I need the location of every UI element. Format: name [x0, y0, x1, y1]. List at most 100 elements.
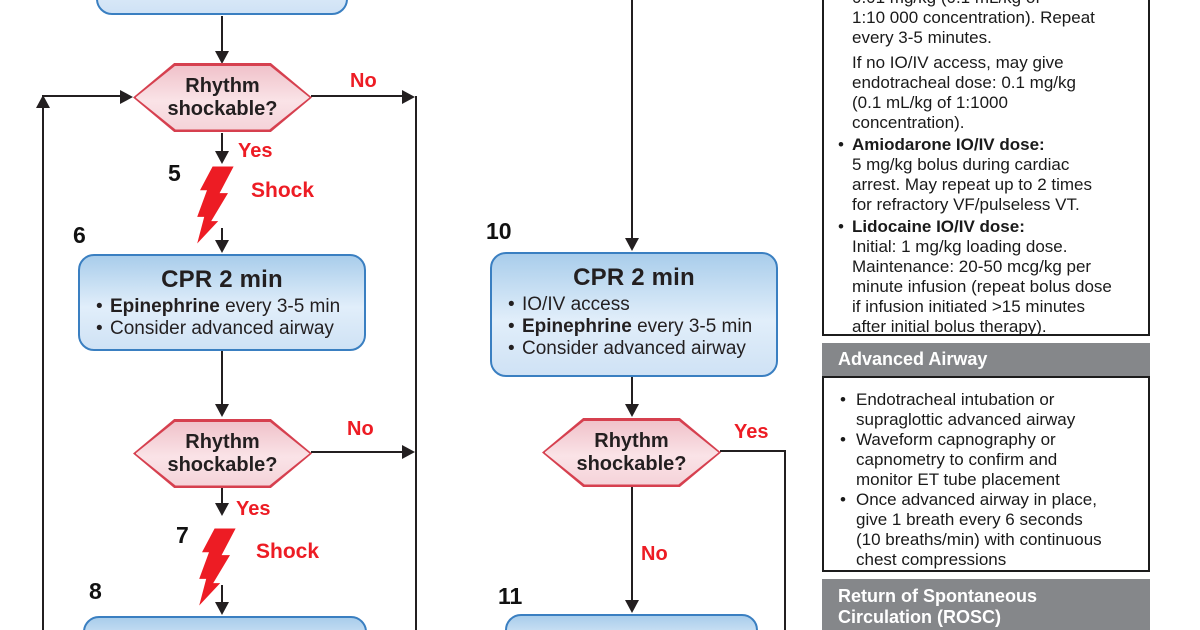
- branch-label-yes: Yes: [734, 421, 769, 443]
- shock-bolt-icon: [199, 528, 236, 606]
- arrowhead-down-icon: [215, 151, 229, 164]
- process-box-title: CPR 2 min: [573, 264, 695, 291]
- process-bullet: • Epinephrine every 3-5 min: [96, 296, 364, 318]
- amiodarone-dose-line: 5 mg/kg bolus during cardiac: [852, 155, 1070, 174]
- airway-item-line: Waveform capnography or: [856, 430, 1056, 449]
- rail-line-no: [415, 96, 417, 630]
- process-box-cpr-6: CPR 2 min • Epinephrine every 3-5 min • …: [78, 254, 366, 351]
- lidocaine-dose-line: minute infusion (repeat bolus dose: [852, 277, 1112, 296]
- step-number: 7: [176, 522, 189, 548]
- bullet-icon: •: [840, 430, 846, 449]
- epinephrine-dose-line: 1:10 000 concentration). Repeat: [852, 8, 1095, 27]
- branch-label-yes: Yes: [238, 140, 273, 162]
- bullet-icon: •: [840, 490, 846, 509]
- decision-text: Rhythm: [185, 74, 260, 97]
- sidebar-advanced-airway-box: • Endotracheal intubation or supraglotti…: [822, 376, 1150, 572]
- bullet-icon: •: [838, 217, 844, 236]
- endotracheal-dose-line: (0.1 mL/kg of 1:1000: [852, 93, 1008, 112]
- process-bullet: • Consider advanced airway: [508, 338, 776, 360]
- decision-text: shockable?: [167, 453, 278, 476]
- bullet-icon: •: [96, 296, 103, 317]
- section-header-rosc: Return of Spontaneous Circulation (ROSC): [822, 579, 1150, 630]
- rail-line-yes: [784, 450, 786, 630]
- endotracheal-dose-line: concentration).: [852, 113, 965, 132]
- branch-label-no: No: [350, 70, 377, 92]
- lidocaine-dose-label: Lidocaine IO/IV dose:: [852, 217, 1025, 236]
- connector-line: [221, 350, 223, 406]
- sidebar-drug-dose-box: 0.01 mg/kg (0.1 mL/kg of 1:10 000 concen…: [822, 0, 1150, 336]
- bullet-text: Consider advanced airway: [522, 338, 746, 359]
- arrowhead-right-icon: [402, 445, 415, 459]
- bullet-icon: •: [508, 338, 515, 359]
- connector-line: [221, 16, 223, 56]
- connector-line: [311, 451, 404, 453]
- step-number: 6: [73, 222, 86, 248]
- connector-line: [221, 486, 223, 504]
- bullet-icon: •: [838, 135, 844, 154]
- arrowhead-down-icon: [215, 503, 229, 516]
- arrowhead-down-icon: [625, 404, 639, 417]
- amiodarone-dose-item: • Amiodarone IO/IV dose:: [824, 135, 1148, 155]
- branch-label-no: No: [641, 543, 668, 565]
- lidocaine-dose-line: Initial: 1 mg/kg loading dose.: [852, 237, 1068, 256]
- process-bullet: • Consider advanced airway: [96, 318, 364, 340]
- bullet-text: Consider advanced airway: [110, 318, 334, 339]
- branch-label-yes: Yes: [236, 498, 271, 520]
- step-number: 8: [89, 578, 102, 604]
- process-box-cpr-11: [505, 614, 758, 630]
- bullet-text: Epinephrine every 3-5 min: [522, 316, 753, 337]
- arrowhead-down-icon: [215, 51, 229, 64]
- arrowhead-up-icon: [36, 95, 50, 108]
- airway-item-line: monitor ET tube placement: [856, 470, 1060, 489]
- step-number: 10: [486, 218, 512, 244]
- connector-line: [311, 95, 404, 97]
- amiodarone-dose-label: Amiodarone IO/IV dose:: [852, 135, 1045, 154]
- decision-rhythm-shockable-2: Rhythm shockable?: [133, 419, 312, 488]
- epinephrine-dose-line: every 3-5 minutes.: [852, 28, 992, 47]
- loop-line-left: [42, 106, 44, 630]
- shock-bolt-icon: [197, 166, 234, 244]
- connector-line: [221, 228, 223, 242]
- process-box-cpr-8: [83, 616, 367, 630]
- rosc-header-line: Circulation (ROSC): [838, 607, 1002, 627]
- airway-item-line: chest compressions: [856, 550, 1007, 569]
- decision-text: shockable?: [576, 452, 687, 475]
- arrowhead-down-icon: [215, 240, 229, 253]
- arrowhead-right-icon: [120, 90, 133, 104]
- bullet-icon: •: [508, 316, 515, 337]
- arrowhead-down-icon: [625, 238, 639, 251]
- connector-line: [720, 450, 786, 452]
- process-box-label: IO/IV access: [98, 0, 346, 5]
- airway-item-line: (10 breaths/min) with continuous: [856, 530, 1102, 549]
- decision-text: shockable?: [167, 97, 278, 120]
- endotracheal-dose-line: endotracheal dose: 0.1 mg/kg: [852, 73, 1076, 92]
- airway-item: • Waveform capnography or: [824, 430, 1148, 450]
- airway-item: • Once advanced airway in place,: [824, 490, 1148, 510]
- endotracheal-dose-line: If no IO/IV access, may give: [852, 53, 1064, 72]
- lidocaine-dose-line: if infusion initiated >15 minutes: [852, 297, 1085, 316]
- process-box-title: CPR 2 min: [161, 266, 283, 293]
- section-header-advanced-airway: Advanced Airway: [822, 343, 1150, 376]
- epinephrine-dose-line: 0.01 mg/kg (0.1 mL/kg of: [852, 0, 1148, 8]
- branch-label-no: No: [347, 418, 374, 440]
- process-bullet: • Epinephrine every 3-5 min: [508, 316, 776, 338]
- connector-line: [631, 0, 633, 240]
- connector-line: [631, 486, 633, 602]
- shock-label: Shock: [251, 179, 315, 202]
- process-box-io-iv-access: IO/IV access: [96, 0, 348, 15]
- decision-rhythm-shockable-3: Rhythm shockable?: [542, 418, 721, 487]
- lidocaine-dose-line: after initial bolus therapy).: [852, 317, 1047, 336]
- rosc-header-line: Return of Spontaneous: [838, 586, 1037, 606]
- process-bullet: • IO/IV access: [508, 294, 776, 316]
- lidocaine-dose-item: • Lidocaine IO/IV dose:: [824, 217, 1148, 237]
- arrowhead-down-icon: [625, 600, 639, 613]
- bullet-icon: •: [840, 390, 846, 409]
- lidocaine-dose-line: Maintenance: 20-50 mcg/kg per: [852, 257, 1092, 276]
- bullet-text: IO/IV access: [522, 294, 630, 315]
- step-number: 5: [168, 160, 181, 186]
- decision-text: Rhythm: [185, 430, 260, 453]
- connector-line: [631, 376, 633, 406]
- airway-item-line: Endotracheal intubation or: [856, 390, 1055, 409]
- airway-item-line: give 1 breath every 6 seconds: [856, 510, 1083, 529]
